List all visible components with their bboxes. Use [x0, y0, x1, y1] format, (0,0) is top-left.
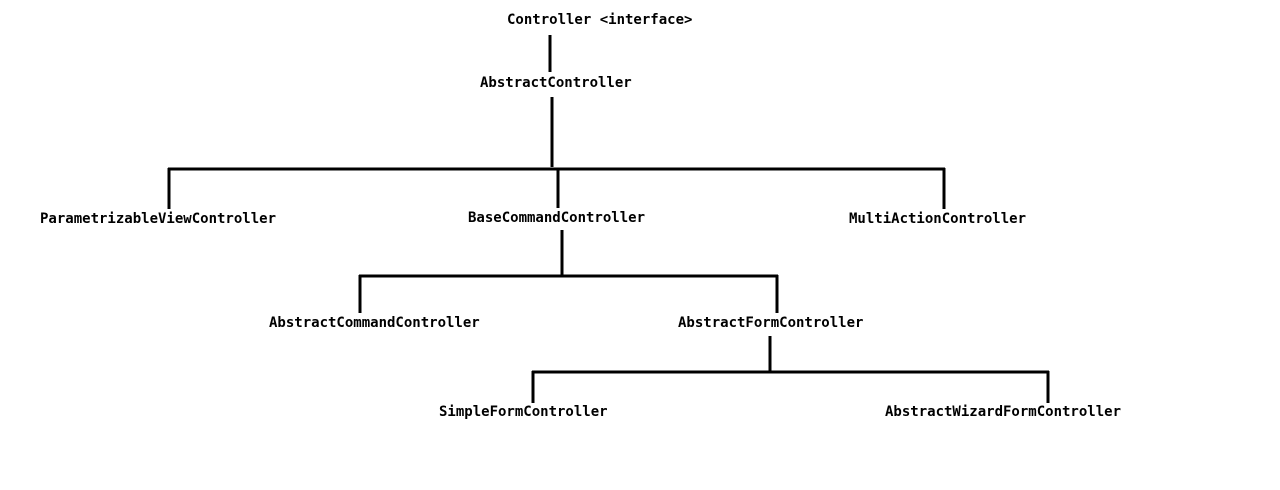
node-parametrizable-view-controller: ParametrizableViewController: [40, 211, 277, 227]
node-abstract-wizard-form-controller: AbstractWizardFormController: [885, 404, 1122, 420]
node-simple-form-controller: SimpleFormController: [439, 404, 608, 420]
node-abstract-form-controller: AbstractFormController: [678, 315, 864, 331]
node-abstract-controller: AbstractController: [480, 75, 632, 91]
node-abstract-command-controller: AbstractCommandController: [269, 315, 480, 331]
node-controller-interface: Controller <interface>: [507, 12, 693, 28]
node-multi-action-controller: MultiActionController: [849, 211, 1027, 227]
node-base-command-controller: BaseCommandController: [468, 210, 646, 226]
